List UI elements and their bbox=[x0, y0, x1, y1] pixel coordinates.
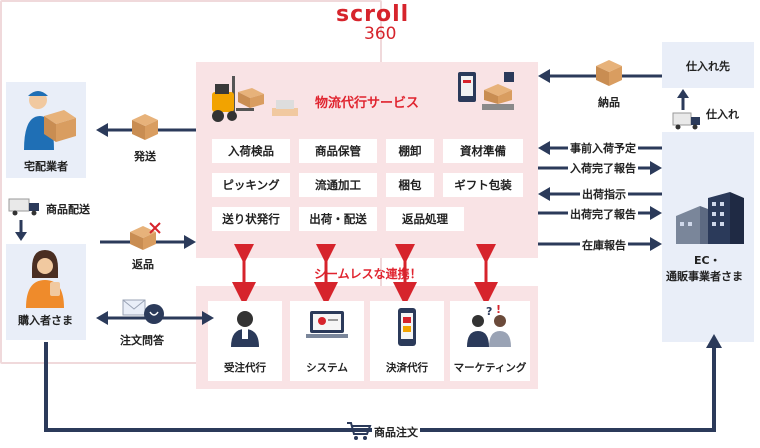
buyer-woman-icon bbox=[26, 250, 64, 308]
smartphone-icon bbox=[398, 308, 416, 346]
ec-label-line2: 通販事業者さま bbox=[666, 270, 743, 283]
supplier-panel bbox=[662, 42, 754, 88]
arrow-down-icon bbox=[15, 220, 27, 241]
service-item: 資材準備 bbox=[443, 139, 523, 163]
logo-sub: 360 bbox=[364, 24, 397, 44]
flow-label: 在庫報告 bbox=[580, 237, 628, 253]
purchase-truck-icon bbox=[672, 112, 700, 130]
tool-payment: 決済代行 bbox=[370, 301, 444, 381]
tool-label: システム bbox=[306, 362, 348, 374]
flow-label: 出荷完了報告 bbox=[568, 206, 638, 222]
return-label: 返品 bbox=[132, 258, 154, 271]
logo: scroll 360 bbox=[330, 2, 440, 50]
service-title: 物流代行サービス bbox=[315, 96, 420, 111]
cart-icon bbox=[347, 422, 372, 440]
operator-icon bbox=[231, 311, 259, 347]
service-item: 梱包 bbox=[386, 173, 434, 197]
truck-icon bbox=[8, 198, 39, 216]
order-loop-arrow bbox=[44, 334, 722, 432]
stock-in-label: 納品 bbox=[598, 96, 620, 109]
logo-text: scroll bbox=[336, 2, 410, 27]
mail-chat-icon bbox=[122, 299, 164, 324]
laptop-icon bbox=[306, 311, 348, 338]
service-item: 入荷検品 bbox=[212, 139, 290, 163]
service-item: 流通加工 bbox=[299, 173, 377, 197]
service-item: 返品処理 bbox=[386, 207, 464, 231]
flow-label: 事前入荷予定 bbox=[568, 140, 638, 156]
tool-marketing: ? ! マーケティング bbox=[450, 301, 530, 381]
ship-label: 発送 bbox=[134, 150, 156, 163]
tool-label: 受注代行 bbox=[224, 362, 266, 374]
tool-label: 決済代行 bbox=[386, 362, 428, 374]
flow-label: 入荷完了報告 bbox=[568, 160, 638, 176]
return-package-icon bbox=[130, 222, 161, 250]
consultants-icon: ? ! bbox=[467, 305, 511, 347]
delivery-company-label: 宅配業者 bbox=[24, 160, 68, 173]
stock-in-package-icon bbox=[596, 60, 622, 86]
product-order-label: 商品注文 bbox=[372, 424, 420, 440]
buyer-label: 購入者さま bbox=[18, 314, 73, 327]
ec-label-line1: EC・ bbox=[694, 254, 721, 267]
svg-text:!: ! bbox=[496, 305, 501, 316]
delivery-worker-icon bbox=[24, 91, 76, 150]
product-delivery-label: 商品配送 bbox=[46, 203, 90, 216]
package-icon bbox=[132, 114, 158, 140]
order-inquiry-label: 注文問答 bbox=[120, 334, 164, 347]
purchase-label: 仕入れ bbox=[706, 108, 739, 121]
service-item: 商品保管 bbox=[299, 139, 377, 163]
service-item: 棚卸 bbox=[386, 139, 434, 163]
double-arrows bbox=[232, 244, 498, 302]
tool-order-agency: 受注代行 bbox=[208, 301, 282, 381]
inspection-device-icon bbox=[458, 72, 514, 110]
tool-system: システム bbox=[290, 301, 364, 381]
tool-label: マーケティング bbox=[453, 362, 527, 374]
arrow-up-icon bbox=[677, 89, 689, 110]
service-item: 送り状発行 bbox=[212, 207, 290, 231]
supplier-label: 仕入れ先 bbox=[686, 60, 730, 73]
forklift-icon bbox=[212, 76, 298, 122]
svg-text:?: ? bbox=[486, 305, 492, 318]
flow-label: 出荷指示 bbox=[580, 186, 628, 202]
service-item: ピッキング bbox=[212, 173, 290, 197]
service-item: 出荷・配送 bbox=[299, 207, 377, 231]
service-item: ギフト包装 bbox=[443, 173, 523, 197]
office-building-icon bbox=[676, 192, 744, 244]
